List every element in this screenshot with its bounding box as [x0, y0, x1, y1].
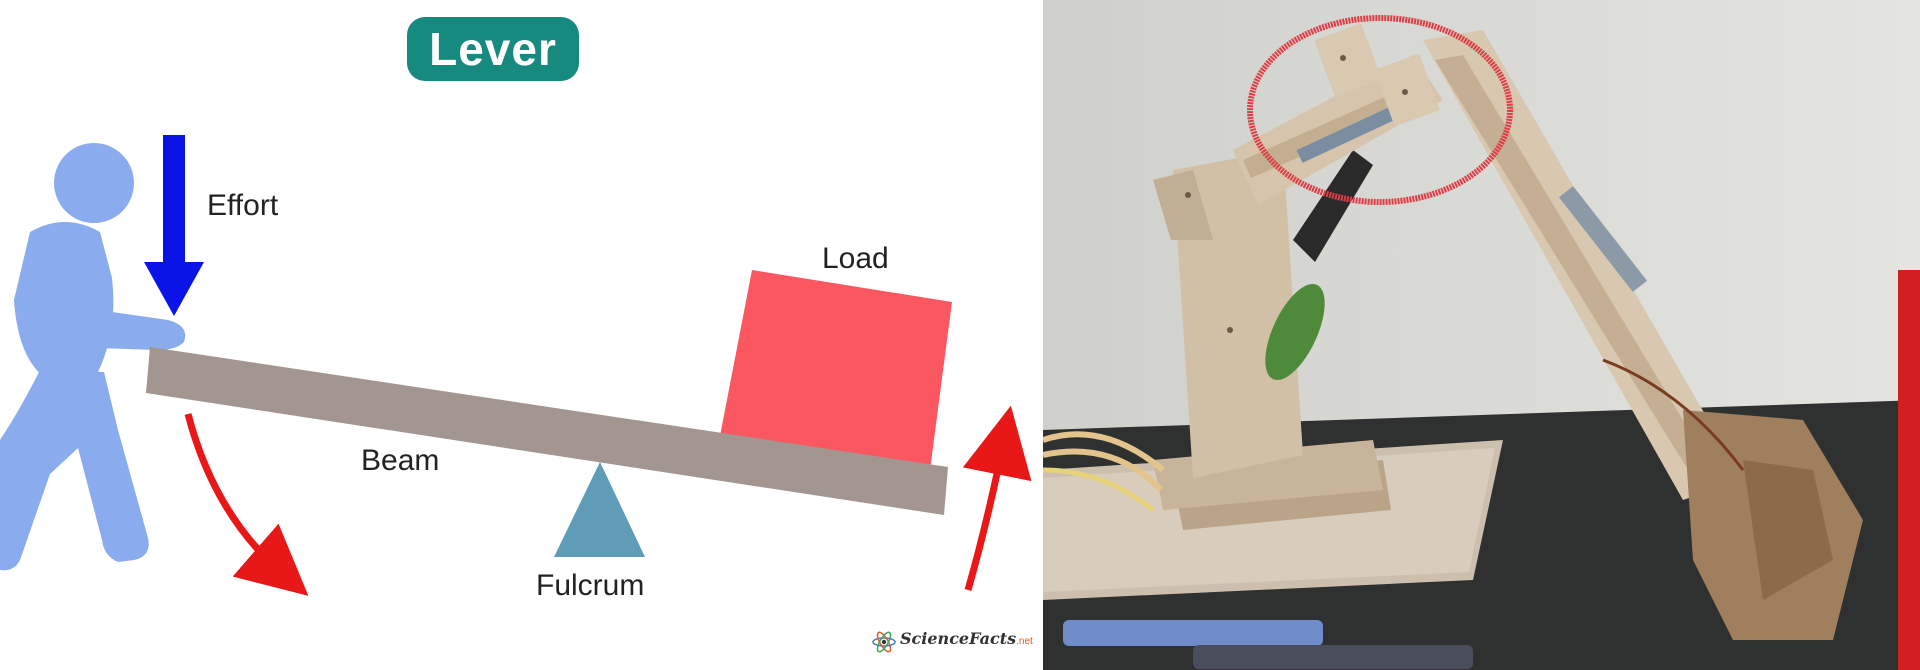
motion-arrow-up [962, 405, 1032, 591]
robot-arm-photo [1043, 0, 1920, 670]
robot-arm-illustration [1043, 0, 1920, 670]
lever-diagram-graphic [0, 135, 1032, 653]
fulcrum-label: Fulcrum [536, 569, 645, 602]
person-icon [0, 143, 186, 571]
green-syringe [1265, 283, 1325, 381]
foreground-syringe-blue [1063, 620, 1323, 646]
sciencefacts-logo-icon [872, 631, 896, 653]
load-box [720, 270, 952, 470]
beam-label: Beam [361, 444, 440, 477]
red-can [1898, 270, 1920, 670]
highlight-circle [1247, 15, 1513, 205]
forearm-syringe [1558, 186, 1648, 292]
credit-suffix: .net [1016, 636, 1033, 647]
diagram-title: Lever [407, 17, 579, 81]
effort-label: Effort [207, 189, 279, 222]
fulcrum-triangle [554, 462, 645, 557]
panel-divider [1040, 0, 1043, 670]
beam-bar [146, 347, 948, 515]
foreground-syringe-dark [1193, 645, 1473, 669]
load-label: Load [822, 242, 889, 275]
motion-arrow-down [184, 413, 309, 596]
lever-diagram-panel: Lever Effort Load Beam Fulcrum ScienceFa… [0, 17, 1033, 653]
effort-arrow [144, 135, 204, 316]
image-credit: ScienceFacts.net [900, 629, 1033, 649]
credit-brand: ScienceFacts [900, 629, 1017, 648]
